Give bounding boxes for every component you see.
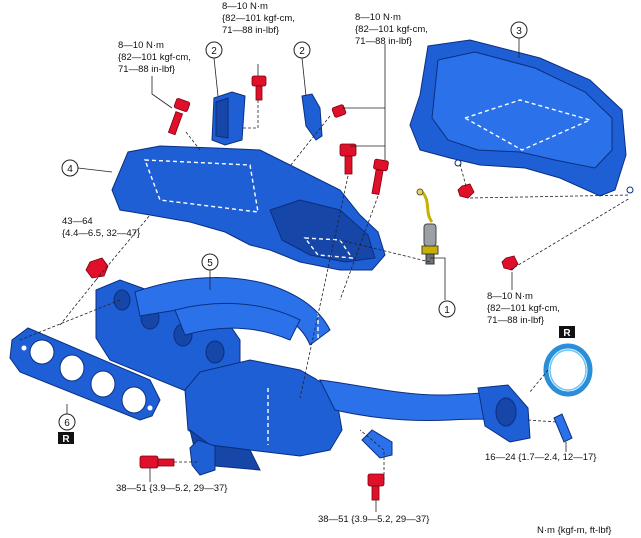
part-6-manifold-gasket: [9, 327, 161, 421]
part-2-bracket-right: [301, 93, 323, 141]
stud-bolt: [553, 413, 573, 443]
svg-text:16—24 {1.7—2.4, 12—17}: 16—24 {1.7—2.4, 12—17}: [485, 452, 596, 463]
torque-label-bottom-center: 38—51 {3.9—5.2, 29—37}: [318, 514, 429, 525]
torque-label-top-right: 8—10 N·m {82—101 kgf-cm, 71—88 in-lbf}: [355, 12, 428, 47]
svg-text:71—88 in-lbf}: 71—88 in-lbf}: [487, 315, 544, 326]
svg-text:R: R: [62, 434, 70, 445]
part-number-1: 1: [438, 300, 456, 318]
part-4-heat-insulator-lower: [111, 145, 386, 271]
svg-text:{82—101 kgf-cm,: {82—101 kgf-cm,: [355, 24, 428, 35]
part-1-oxygen-sensor: [416, 188, 439, 265]
part-number-6: 6: [58, 413, 76, 431]
bolt-top-left: [167, 98, 191, 136]
nut-insulator-a: [457, 183, 475, 199]
svg-text:71—88 in-lbf}: 71—88 in-lbf}: [222, 25, 279, 36]
part-number-4: 4: [61, 159, 79, 177]
svg-text:38—51 {3.9—5.2, 29—37}: 38—51 {3.9—5.2, 29—37}: [116, 483, 227, 494]
part-number-3: 3: [510, 21, 528, 58]
svg-text:8—10 N·m: 8—10 N·m: [118, 40, 164, 51]
torque-label-top-left: 8—10 N·m {82—101 kgf-cm, 71—88 in-lbf}: [118, 40, 191, 75]
part-5-exhaust-manifold: [95, 276, 531, 476]
bolt-top-center: [251, 75, 267, 101]
svg-text:38—51 {3.9—5.2, 29—37}: 38—51 {3.9—5.2, 29—37}: [318, 514, 429, 525]
svg-text:{82—101 kgf-cm,: {82—101 kgf-cm,: [222, 13, 295, 24]
svg-text:4: 4: [67, 164, 73, 175]
torque-label-left-nut: 43—64 {4.4—6.5, 32—47}: [62, 216, 140, 239]
part-2-bracket-left: [211, 91, 246, 146]
r-mark-gasket-left: R: [58, 432, 74, 445]
svg-text:{82—101 kgf-cm,: {82—101 kgf-cm,: [118, 52, 191, 63]
bolt-top-right-a: [331, 104, 347, 118]
svg-text:2: 2: [211, 46, 217, 57]
bolt-bottom-left: [139, 455, 175, 469]
bolt-top-right-b: [339, 143, 357, 175]
nut-insulator-b: [501, 255, 519, 271]
svg-text:{4.4—6.5, 32—47}: {4.4—6.5, 32—47}: [62, 228, 140, 239]
r-mark-gasket-right: R: [559, 326, 575, 339]
svg-text:R: R: [563, 328, 571, 339]
svg-text:43—64: 43—64: [62, 216, 93, 227]
svg-text:2: 2: [299, 46, 305, 57]
part-number-2-right: 2: [293, 41, 311, 97]
svg-text:{82—101 kgf-cm,: {82—101 kgf-cm,: [487, 303, 560, 314]
torque-label-right-bottom: 8—10 N·m {82—101 kgf-cm, 71—88 in-lbf}: [487, 291, 560, 326]
units-legend: N·m {kgf-m, ft-lbf}: [537, 525, 611, 536]
svg-text:8—10 N·m: 8—10 N·m: [355, 12, 401, 23]
leader-lines: [19, 44, 631, 512]
nut-left: [85, 257, 109, 279]
svg-text:3: 3: [516, 26, 522, 37]
torque-label-stud: 16—24 {1.7—2.4, 12—17}: [485, 452, 596, 463]
svg-text:1: 1: [444, 305, 450, 316]
torque-label-top-center: 8—10 N·m {82—101 kgf-cm, 71—88 in-lbf}: [222, 1, 295, 36]
bolt-top-right-c: [371, 158, 389, 195]
svg-text:71—88 in-lbf}: 71—88 in-lbf}: [355, 36, 412, 47]
svg-text:6: 6: [64, 418, 70, 429]
outlet-ring-gasket: [543, 343, 593, 397]
part-number-5: 5: [201, 253, 219, 271]
bolt-bottom-center: [367, 473, 385, 501]
part-number-2-left: 2: [205, 41, 223, 97]
svg-text:71—88 in-lbf}: 71—88 in-lbf}: [118, 64, 175, 75]
part-3-heat-insulator-upper: [409, 39, 634, 197]
svg-text:8—10 N·m: 8—10 N·m: [222, 1, 268, 12]
svg-text:8—10 N·m: 8—10 N·m: [487, 291, 533, 302]
svg-text:5: 5: [207, 258, 213, 269]
torque-label-bottom-left: 38—51 {3.9—5.2, 29—37}: [116, 483, 227, 494]
